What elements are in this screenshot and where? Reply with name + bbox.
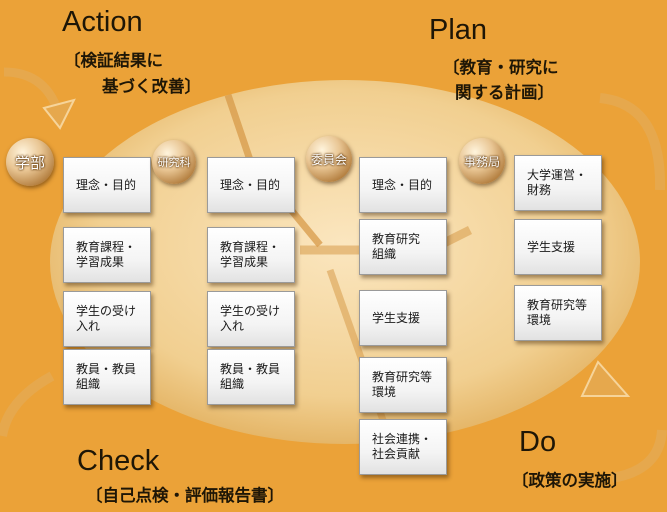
arrow-head-right-bottom [580,360,631,397]
action-subtitle-line2: 基づく改善〕 [102,77,201,96]
column-item: 学生支援 [514,219,602,275]
column-badge-administration: 事務局 [459,138,505,184]
column-badge-graduate-school: 研究科 [152,140,196,184]
do-subtitle: 〔政策の実施〕 [512,471,628,490]
column-item: 学生支援 [359,290,447,346]
column-badge-faculty: 学部 [6,138,54,186]
do-title: Do [519,426,557,458]
column-item: 理念・目的 [359,157,447,213]
column-badge-committee: 委員会 [306,136,352,182]
column-item: 理念・目的 [63,157,151,213]
arrow-plan-to-do [599,93,666,191]
arrow-do-to-check [611,429,667,483]
column-item: 教員・教員 組織 [63,349,151,405]
plan-subtitle-line1: 〔教育・研究に [443,58,559,77]
column-item: 教育課程・ 学習成果 [63,227,151,283]
column-item: 大学運営・ 財務 [514,155,602,211]
column-item: 教育課程・ 学習成果 [207,227,295,283]
column-item: 教育研究等 環境 [359,357,447,413]
plan-subtitle-line2: 関する計画〕 [455,83,554,102]
column-item: 理念・目的 [207,157,295,213]
plan-title: Plan [429,14,488,46]
check-subtitle: 〔自己点検・評価報告書〕 [86,486,284,505]
column-item: 学生の受け 入れ [63,291,151,347]
action-subtitle-line1: 〔検証結果に [64,51,163,70]
column-item: 社会連携・ 社会貢献 [359,419,447,475]
column-item: 教育研究等 環境 [514,285,602,341]
check-title: Check [77,445,160,477]
column-item: 学生の受け 入れ [207,291,295,347]
column-item: 教員・教員 組織 [207,349,295,405]
arrow-head-left-top [42,98,76,130]
column-item: 教育研究 組織 [359,219,447,275]
arrow-check-to-action [0,371,55,438]
action-title: Action [62,6,143,38]
